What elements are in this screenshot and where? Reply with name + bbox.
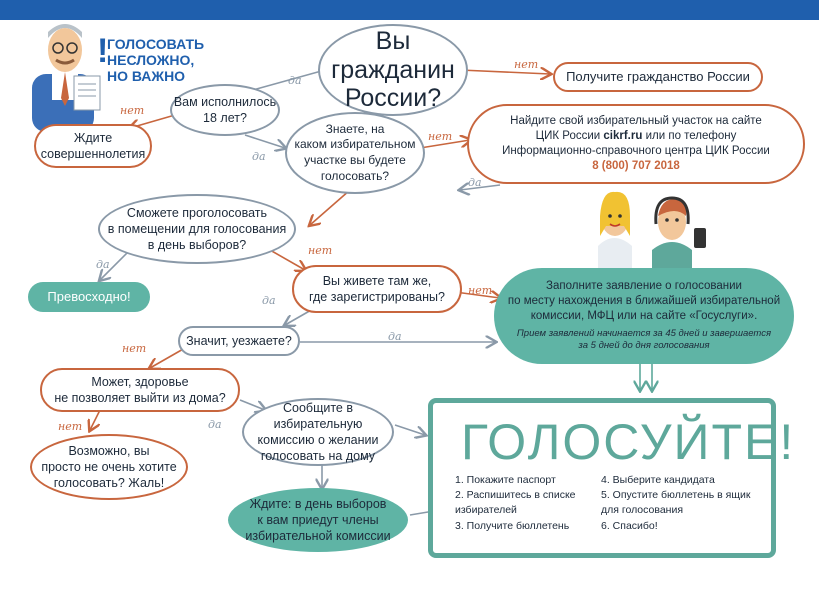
- apply-note: Прием заявлений начинается за 45 дней и …: [516, 328, 772, 352]
- excellent-text: Превосходно!: [47, 288, 131, 304]
- no-tag: нет: [514, 58, 539, 71]
- official-figure-icon: [32, 24, 101, 132]
- top-banner-stripe: [0, 0, 819, 20]
- station-question: Знаете, на каком избирательном участке в…: [285, 112, 425, 194]
- find-station-box: Найдите свой избирательный участок на са…: [467, 104, 805, 184]
- yes-tag: да: [288, 74, 302, 87]
- find-station-post: или по телефону Информационно-справочног…: [502, 130, 770, 157]
- wait-adult-text: Ждите совершеннолетия: [40, 130, 146, 161]
- apply-box: Заполните заявление о голосовании по мес…: [494, 268, 794, 364]
- health-question: Может, здоровье не позволяет выйти из до…: [40, 368, 240, 412]
- title-line-2: НО ВАЖНО: [107, 68, 186, 85]
- vote-step: 2. Распишитесь в списке избирателей: [455, 489, 576, 517]
- live-question-text: Вы живете там же, где зарегистрированы?: [309, 273, 445, 304]
- no-tag: нет: [58, 420, 83, 433]
- yes-tag: да: [468, 176, 482, 189]
- no-tag: нет: [428, 130, 453, 143]
- no-tag: нет: [468, 284, 493, 297]
- dont-want-text: Возможно, вы просто не очень хотите голо…: [41, 443, 177, 491]
- wait-home-box: Ждите: в день выборов к вам приедут член…: [228, 488, 408, 552]
- cikrf-link: cikrf.ru: [603, 130, 643, 143]
- age-question-text: Вам исполнилось 18 лет?: [173, 94, 277, 125]
- live-question: Вы живете там же, где зарегистрированы?: [292, 265, 462, 313]
- citizen-question: Вы гражданин России?: [318, 24, 468, 116]
- no-tag: нет: [122, 342, 147, 355]
- excellent-box: Превосходно!: [28, 282, 150, 312]
- steps-left-list: 1. Покажите паспорт 2. Распишитесь в спис…: [455, 473, 576, 534]
- citizen-question-text: Вы гражданин России?: [331, 26, 455, 113]
- apply-content: Заполните заявление о голосовании по мес…: [508, 279, 780, 353]
- operator-figure-icon: [652, 196, 706, 278]
- vote-step: 3. Получите бюллетень: [455, 519, 570, 532]
- vote-step: 6. Спасибо!: [601, 519, 658, 532]
- station-question-text: Знаете, на каком избирательном участке в…: [294, 121, 416, 183]
- yes-tag: да: [388, 330, 402, 343]
- woman-figure-icon: [598, 191, 632, 276]
- yes-tag: да: [262, 294, 276, 307]
- get-citizenship-box: Получите гражданство России: [553, 62, 763, 92]
- no-tag: нет: [120, 104, 145, 117]
- hotline-phone: 8 (800) 707 2018: [592, 159, 680, 172]
- notify-commission-text: Сообщите в избирательную комиссию о жела…: [257, 400, 379, 464]
- premises-question-text: Сможете проголосовать в помещении для го…: [107, 205, 287, 253]
- leaving-question-text: Значит, уезжаете?: [186, 333, 292, 348]
- steps-right-list: 4. Выберите кандидата 5. Опустите бюллете…: [601, 473, 750, 534]
- find-station-text: Найдите свой избирательный участок на са…: [502, 114, 770, 174]
- premises-question: Сможете проголосовать в помещении для го…: [98, 194, 296, 264]
- get-citizenship-text: Получите гражданство России: [566, 68, 750, 84]
- wait-adult-box: Ждите совершеннолетия: [34, 124, 152, 168]
- poster-title: ! ГОЛОСОВАТЬ НЕСЛОЖНО, НО ВАЖНО: [97, 34, 287, 85]
- vote-step: 1. Покажите паспорт: [455, 474, 556, 486]
- exclamation-mark: !: [97, 32, 109, 70]
- title-line-1: ГОЛОСОВАТЬ НЕСЛОЖНО,: [107, 36, 205, 69]
- vote-title: ГОЛОСУЙТЕ!: [461, 414, 796, 470]
- vote-step: 4. Выберите кандидата: [601, 474, 715, 486]
- yes-tag: да: [252, 150, 266, 163]
- apply-text: Заполните заявление о голосовании по мес…: [507, 280, 781, 323]
- notify-commission-box: Сообщите в избирательную комиссию о жела…: [242, 398, 394, 466]
- vote-panel: ГОЛОСУЙТЕ! 1. Покажите паспорт 2. Распиши…: [428, 398, 793, 558]
- yes-tag: да: [208, 418, 222, 431]
- find-station-pre: Найдите свой избирательный участок на са…: [510, 115, 762, 143]
- yes-tag: да: [96, 258, 110, 271]
- leaving-question: Значит, уезжаете?: [178, 326, 300, 356]
- wait-home-text: Ждите: в день выборов к вам приедут член…: [245, 496, 391, 544]
- health-question-text: Может, здоровье не позволяет выйти из до…: [54, 374, 226, 405]
- age-question: Вам исполнилось 18 лет?: [170, 84, 280, 136]
- vote-step: 5. Опустите бюллетень в ящик для голосов…: [601, 489, 751, 517]
- no-tag: нет: [308, 244, 333, 257]
- dont-want-box: Возможно, вы просто не очень хотите голо…: [30, 434, 188, 500]
